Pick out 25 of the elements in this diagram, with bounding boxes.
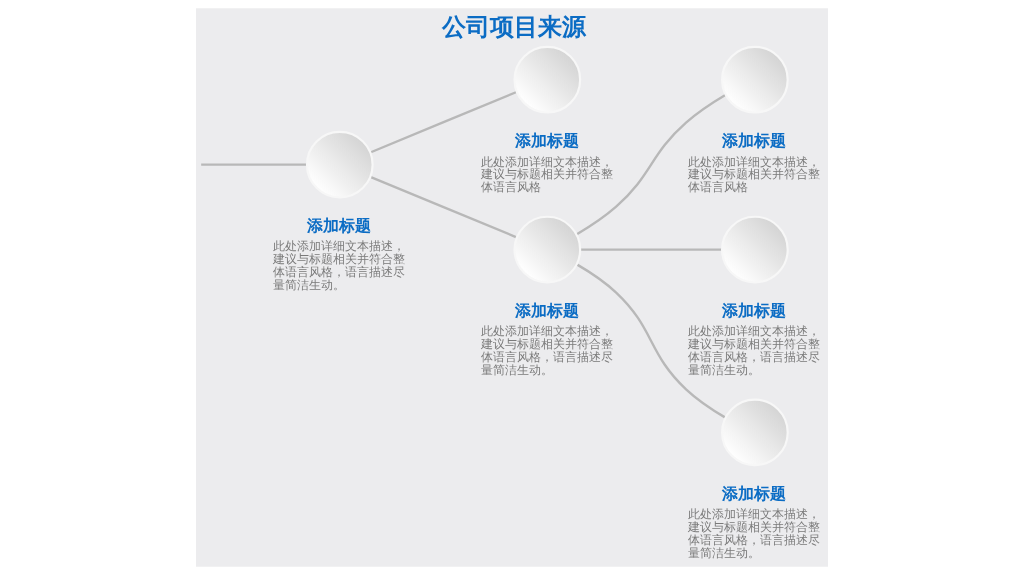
node-label: 此处添加详细文本描述，建议与标题相关并符合整体语言风格，语言描述尽量简洁生动。: [480, 324, 613, 378]
node-label: 此处添加详细文本描述，建议与标题相关并符合整体语言风格: [480, 154, 613, 195]
node-circle: [513, 45, 582, 114]
node-label: 此处添加详细文本描述，建议与标题相关并符合整体语言风格: [688, 154, 821, 195]
node-label: 添加标题: [514, 301, 579, 321]
connector: [575, 93, 727, 236]
connector: [369, 90, 517, 154]
connector: [201, 163, 307, 166]
node-label: 添加标题: [722, 131, 787, 151]
node-label: 此处添加详细文本描述，建议与标题相关并符合整体语言风格，语言描述尽量简洁生动。: [688, 507, 821, 560]
connector: [576, 263, 726, 419]
node-circle: [305, 130, 374, 199]
node-circle: [721, 215, 789, 284]
diagram-title: 公司项目来源: [441, 12, 586, 41]
connector: [580, 248, 722, 251]
node-label: 此处添加详细文本描述，建议与标题相关并符合整体语言风格，语言描述尽量简洁生动。: [273, 239, 406, 293]
node-label: 添加标题: [722, 301, 787, 321]
node-label: 此处添加详细文本描述，建议与标题相关并符合整体语言风格，语言描述尽量简洁生动。: [688, 324, 821, 378]
node-circle: [513, 215, 582, 284]
connector: [369, 175, 517, 239]
node-label: 添加标题: [722, 484, 787, 504]
node-circle: [721, 398, 789, 467]
node-label: 添加标题: [307, 216, 371, 236]
node-circle: [721, 45, 789, 114]
node-label: 添加标题: [514, 131, 579, 151]
